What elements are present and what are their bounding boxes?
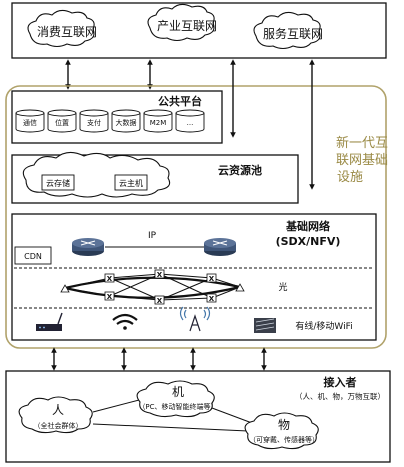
bottom-arrows: [51, 347, 267, 371]
infra-label-line-2: 联网基础: [336, 153, 388, 168]
platform-item: 通信: [15, 109, 45, 133]
fiber-cable-icon: [254, 318, 276, 333]
accessors-title: 接入者: [324, 375, 357, 389]
cloud-storage-box: [41, 174, 75, 191]
platform-item: 支付: [79, 109, 109, 133]
infra-label-line-3: 设施: [337, 170, 363, 185]
platform-item: 大数据: [111, 109, 141, 133]
platform-item: M2M: [143, 109, 173, 133]
svg-text:X: X: [209, 295, 215, 303]
consumer-internet-label: 消费互联网: [37, 25, 97, 39]
platform-item-label: 支付: [87, 118, 101, 127]
consumer-internet-cloud: 消费互联网: [27, 9, 97, 48]
person-label: 人: [52, 403, 64, 417]
optical-switch-icons: X X X X X X: [60, 269, 245, 305]
machine-label: 机: [172, 385, 184, 399]
wired-router-icon: [36, 312, 63, 331]
person-cloud: 人 （全社会群体）: [18, 396, 93, 434]
platform-item-label: 大数据: [116, 118, 137, 127]
platform-services: 通信 位置 支付 大数据 M2M...: [15, 109, 205, 133]
svg-text:X: X: [157, 297, 163, 305]
basic-network-panel: 基础网络 (SDX/NFV) CDN IP: [11, 213, 377, 341]
cloud-host-box: [114, 174, 148, 191]
platform-item-label: 通信: [23, 118, 37, 127]
wifi-icon: [112, 313, 138, 330]
cloud-pool-panel: 云存储 云主机 云资源池: [11, 151, 299, 204]
router-icon: [204, 238, 236, 256]
cdn-box: [14, 246, 52, 265]
cloud-pool-title: 云资源池: [218, 163, 262, 177]
industry-internet-cloud: 产业互联网: [147, 3, 217, 42]
accessors-panel: 接入者 （人、机、物，万物互联） 人 （全社会群体） 机 （PC、移动智能终端等…: [5, 370, 391, 463]
cloud-storage-label: 云存储: [46, 178, 70, 188]
thing-sub-label: （可穿戴、传感器等）: [249, 435, 319, 444]
network-subtitle: (SDX/NFV): [276, 235, 341, 248]
infra-label-line-1: 新一代互: [336, 135, 388, 151]
platform-item: 位置: [47, 109, 77, 133]
network-title: 基础网络: [285, 219, 330, 233]
access-label: 有线/移动WiFi: [295, 320, 352, 332]
svg-text:X: X: [209, 275, 215, 283]
cdn-label: CDN: [24, 252, 42, 261]
infrastructure-frame: [5, 85, 387, 349]
service-arrows: [230, 59, 315, 190]
platform-item: ...: [175, 109, 205, 133]
thing-cloud: 物 （可穿戴、传感器等）: [244, 412, 319, 450]
industry-internet-label: 产业互联网: [157, 19, 217, 33]
platform-item-label: 位置: [55, 118, 69, 127]
service-internet-label: 服务互联网: [263, 26, 323, 41]
platform-item-label: ...: [187, 119, 194, 127]
thing-label: 物: [278, 418, 290, 432]
accessor-links: [92, 398, 253, 432]
optical-label: 光: [278, 281, 287, 293]
accessors-subtitle: （人、机、物，万物互联）: [295, 391, 385, 401]
machine-sub-label: （PC、移动智能终端等）: [138, 402, 217, 411]
svg-text:X: X: [107, 293, 113, 301]
person-sub-label: （全社会群体）: [34, 421, 83, 430]
internet-panel: 消费互联网 产业互联网 服务互联网: [11, 2, 387, 59]
cloud-host-label: 云主机: [119, 178, 143, 188]
antenna-tower-icon: [179, 306, 211, 332]
machine-cloud: 机 （PC、移动智能终端等）: [136, 380, 218, 418]
router-icon: [72, 238, 104, 256]
platform-title: 公共平台: [158, 94, 202, 108]
public-platform-panel: 公共平台 通信 位置 支付 大数据 M2M...: [11, 90, 223, 144]
ip-label: IP: [148, 231, 157, 241]
infrastructure-label: 新一代互 联网基础 设施: [336, 135, 388, 185]
service-internet-cloud: 服务互联网: [253, 11, 323, 50]
platform-item-label: M2M: [150, 119, 167, 127]
svg-text:X: X: [107, 275, 113, 283]
svg-text:X: X: [157, 271, 163, 279]
top-arrows: [65, 59, 153, 90]
